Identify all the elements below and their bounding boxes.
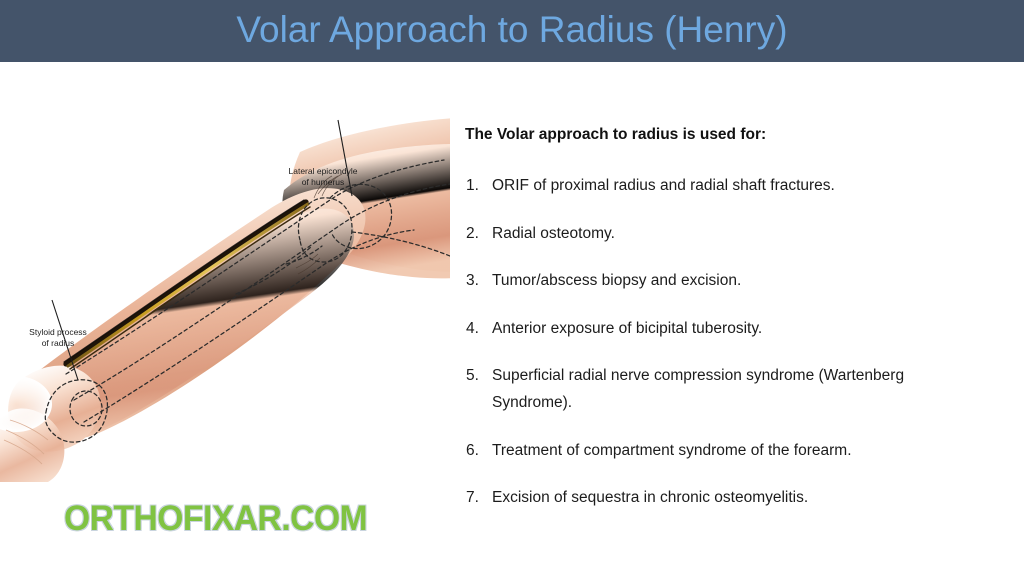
intro-heading: The Volar approach to radius is used for… (465, 126, 767, 143)
list-item-number: 2. (466, 224, 479, 242)
list-item-text: Superficial radial nerve compression syn… (492, 367, 905, 411)
list-item: 1. ORIF of proximal radius and radial sh… (465, 172, 985, 199)
list-item-number: 1. (466, 177, 479, 194)
indications-list: 1. ORIF of proximal radius and radial sh… (465, 172, 985, 532)
incision-lower-edge (69, 206, 311, 370)
figure-left-fade (0, 376, 52, 432)
slide-header-band (0, 0, 1024, 62)
list-item: 3. Tumor/abscess biopsy and excision. (465, 267, 985, 294)
dashed-landmark-outlines (44, 159, 450, 443)
list-item-text: Excision of sequestra in chronic osteomy… (492, 489, 809, 506)
incision-upper-outline (63, 199, 305, 363)
slide-body: Lateral epicondyle of humerus Styloid pr… (0, 62, 1024, 576)
elbow-fine-lines (295, 173, 343, 275)
content-pane: The Volar approach to radius is used for… (465, 62, 1005, 576)
list-item-number: 6. (466, 441, 479, 459)
list-item-text: Radial osteotomy. (492, 224, 615, 242)
lateral-epicondyle-label: Lateral epicondyle of humerus (268, 166, 378, 187)
list-item: 4. Anterior exposure of bicipital tubero… (465, 315, 985, 342)
lateral-epicondyle-label-line2: of humerus (301, 176, 345, 187)
orthofixar-watermark: ORTHOFIXAR.COM (64, 499, 368, 538)
list-item-text: Treatment of compartment syndrome of the… (492, 441, 852, 459)
figure-pane: Lateral epicondyle of humerus Styloid pr… (0, 62, 450, 576)
list-item-number: 5. (466, 367, 479, 384)
list-item: 2. Radial osteotomy. (465, 220, 985, 247)
list-item-number: 7. (466, 489, 479, 506)
list-item-number: 4. (466, 319, 479, 337)
list-item-text: ORIF of proximal radius and radial shaft… (492, 177, 835, 194)
styloid-process-label-line1: Styloid process (29, 327, 87, 337)
list-item: 5. Superficial radial nerve compression … (465, 362, 985, 416)
incision-gold-interior (66, 202, 310, 368)
list-item: 6. Treatment of compartment syndrome of … (465, 437, 985, 464)
wrist-crease-lines (3, 419, 49, 465)
list-item-number: 3. (466, 272, 479, 289)
list-item-text: Anterior exposure of bicipital tuberosit… (492, 319, 763, 337)
styloid-process-label-line2: of radius (41, 337, 75, 348)
forearm-anatomy-illustration (0, 118, 450, 482)
styloid-process-label: Styloid process of radius (6, 327, 110, 348)
lateral-epicondyle-label-line1: Lateral epicondyle (288, 166, 358, 176)
page-title: Volar Approach to Radius (Henry) (236, 9, 788, 50)
list-item: 7. Excision of sequestra in chronic oste… (465, 484, 985, 511)
incision-dark-edge (63, 199, 309, 367)
lateral-epicondyle-leader-line (337, 119, 353, 197)
styloid-process-leader-line (51, 299, 79, 381)
list-item-text: Tumor/abscess biopsy and excision. (492, 272, 742, 289)
